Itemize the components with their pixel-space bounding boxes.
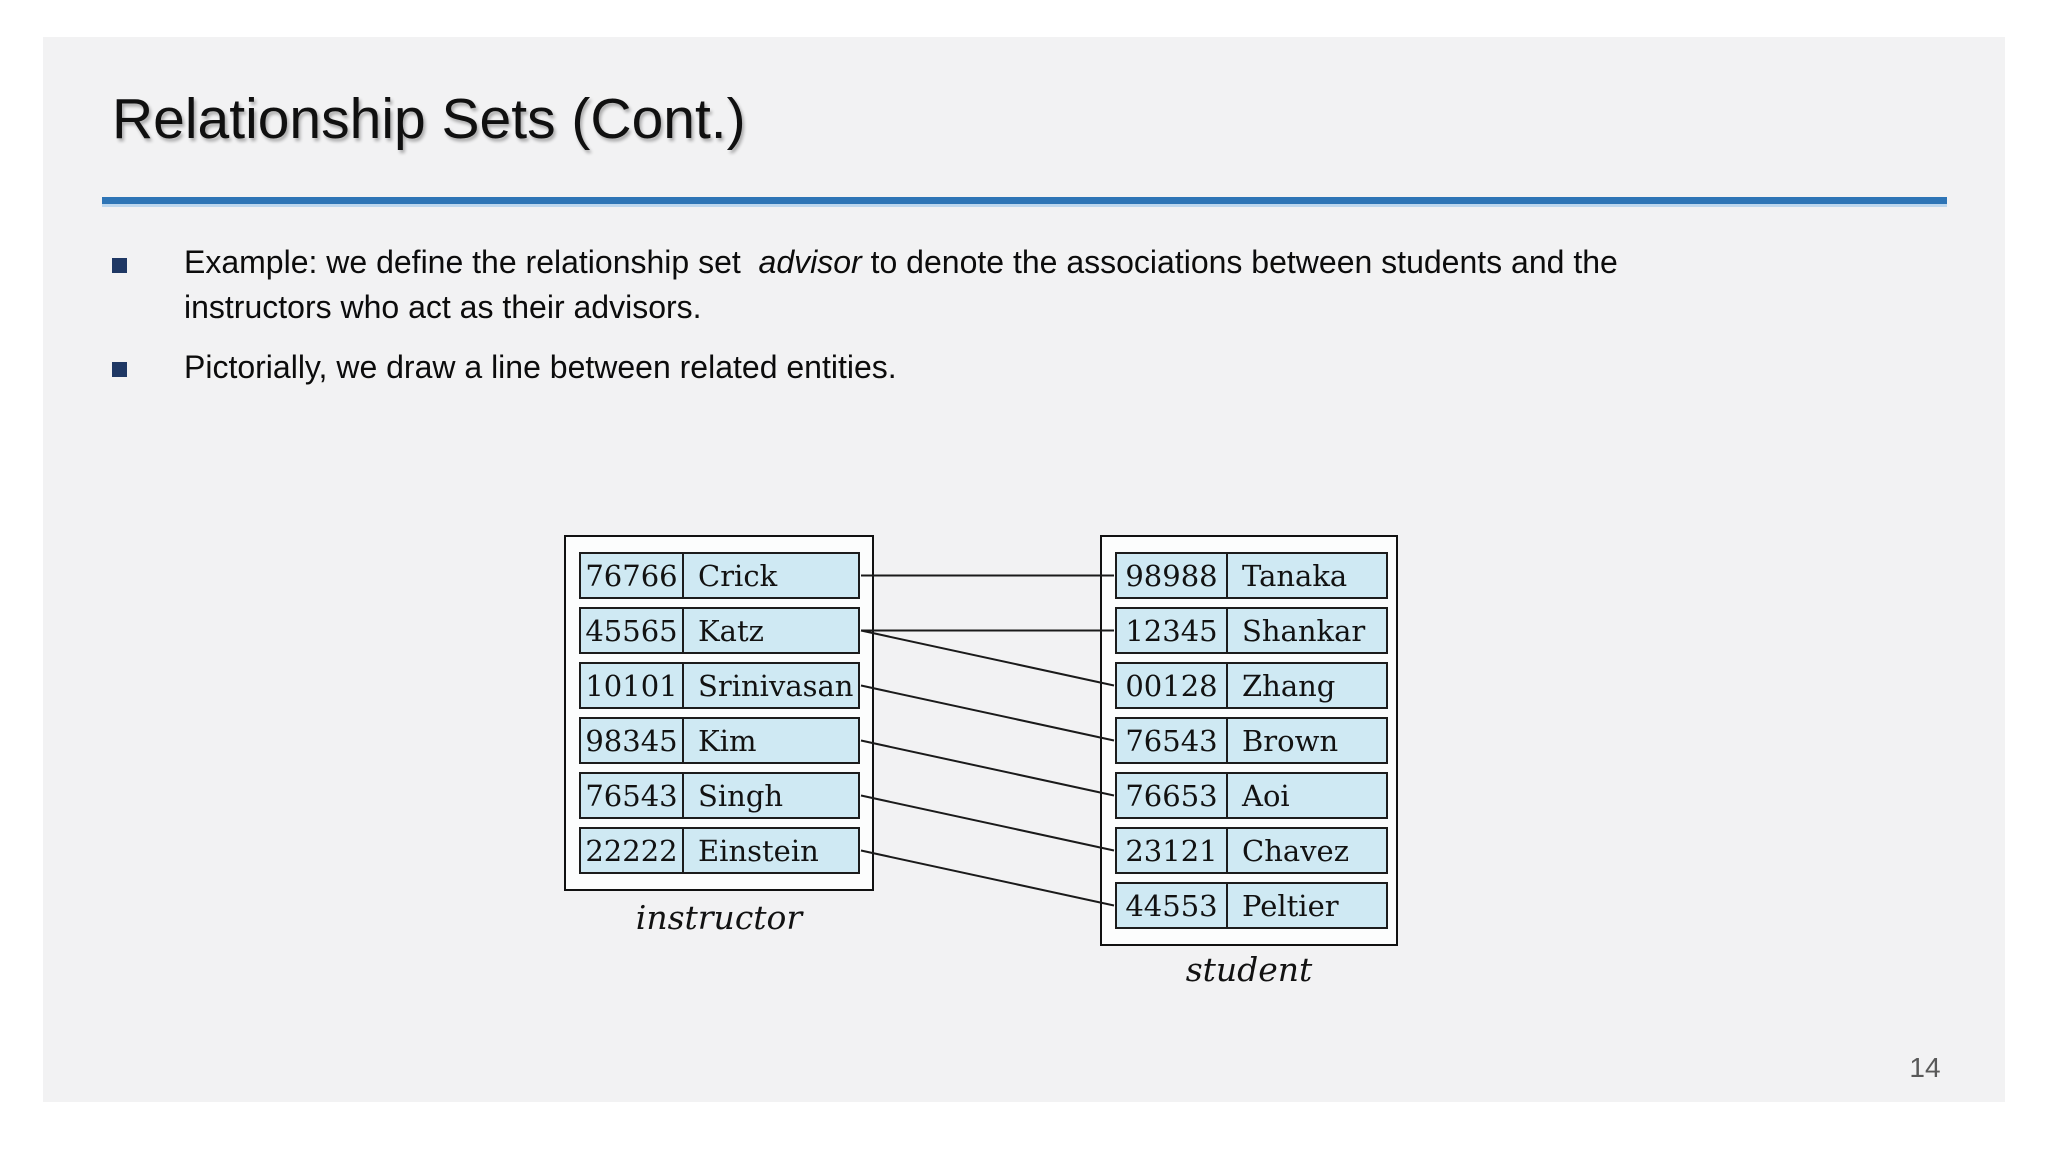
name-cell: Crick — [698, 558, 778, 593]
name-cell: Singh — [698, 778, 784, 813]
slide-background — [43, 37, 2005, 1102]
bullet-text-2: Pictorially, we draw a line between rela… — [184, 345, 1884, 390]
name-cell: Aoi — [1242, 778, 1290, 813]
table-row: 12345 Shankar — [1115, 607, 1388, 654]
bullet-2-text: Pictorially, we draw a line between rela… — [184, 349, 897, 385]
id-cell: 10101 — [581, 664, 684, 707]
id-cell: 44553 — [1117, 884, 1228, 927]
bullet-square-icon — [112, 362, 127, 377]
table-row: 76543 Brown — [1115, 717, 1388, 764]
id-cell: 12345 — [1117, 609, 1228, 652]
name-cell: Shankar — [1242, 613, 1366, 648]
table-row: 45565 Katz — [579, 607, 860, 654]
bullet-1-italic-term: advisor — [758, 244, 862, 280]
bullet-square-icon — [112, 258, 127, 273]
id-cell: 76543 — [581, 774, 684, 817]
bullet-1-suffix: to denote the associations between stude… — [184, 244, 1618, 325]
id-cell: 23121 — [1117, 829, 1228, 872]
table-row: 98988 Tanaka — [1115, 552, 1388, 599]
name-cell: Katz — [698, 613, 764, 648]
table-row: 22222 Einstein — [579, 827, 860, 874]
id-cell: 76653 — [1117, 774, 1228, 817]
id-cell: 98345 — [581, 719, 684, 762]
id-cell: 45565 — [581, 609, 684, 652]
instructor-table: 76766 Crick 45565 Katz 10101 Srinivasan 98345 K… — [564, 535, 874, 891]
title-underline — [102, 197, 1947, 204]
id-cell: 00128 — [1117, 664, 1228, 707]
instructor-label: instructor — [635, 898, 803, 937]
id-cell: 76543 — [1117, 719, 1228, 762]
name-cell: Zhang — [1242, 668, 1336, 703]
student-label: student — [1185, 950, 1313, 989]
id-cell: 98988 — [1117, 554, 1228, 597]
name-cell: Brown — [1242, 723, 1339, 758]
table-row: 44553 Peltier — [1115, 882, 1388, 929]
name-cell: Chavez — [1242, 833, 1349, 868]
table-row: 98345 Kim — [579, 717, 860, 764]
slide-title: Relationship Sets (Cont.) — [112, 87, 746, 151]
student-table: 98988 Tanaka 12345 Shankar 00128 Zhang 76543 Br… — [1100, 535, 1398, 946]
name-cell: Tanaka — [1242, 558, 1348, 593]
table-row: 00128 Zhang — [1115, 662, 1388, 709]
id-cell: 76766 — [581, 554, 684, 597]
bullet-text-1: Example: we define the relationship set … — [184, 240, 1884, 330]
bullet-1-prefix: Example: we define the relationship set — [184, 244, 759, 280]
page-number: 14 — [1909, 1052, 1941, 1083]
name-cell: Einstein — [698, 833, 819, 868]
table-row: 10101 Srinivasan — [579, 662, 860, 709]
table-row: 76653 Aoi — [1115, 772, 1388, 819]
table-row: 76543 Singh — [579, 772, 860, 819]
name-cell: Srinivasan — [698, 668, 854, 703]
table-row: 23121 Chavez — [1115, 827, 1388, 874]
name-cell: Kim — [698, 723, 757, 758]
table-row: 76766 Crick — [579, 552, 860, 599]
name-cell: Peltier — [1242, 888, 1339, 923]
id-cell: 22222 — [581, 829, 684, 872]
